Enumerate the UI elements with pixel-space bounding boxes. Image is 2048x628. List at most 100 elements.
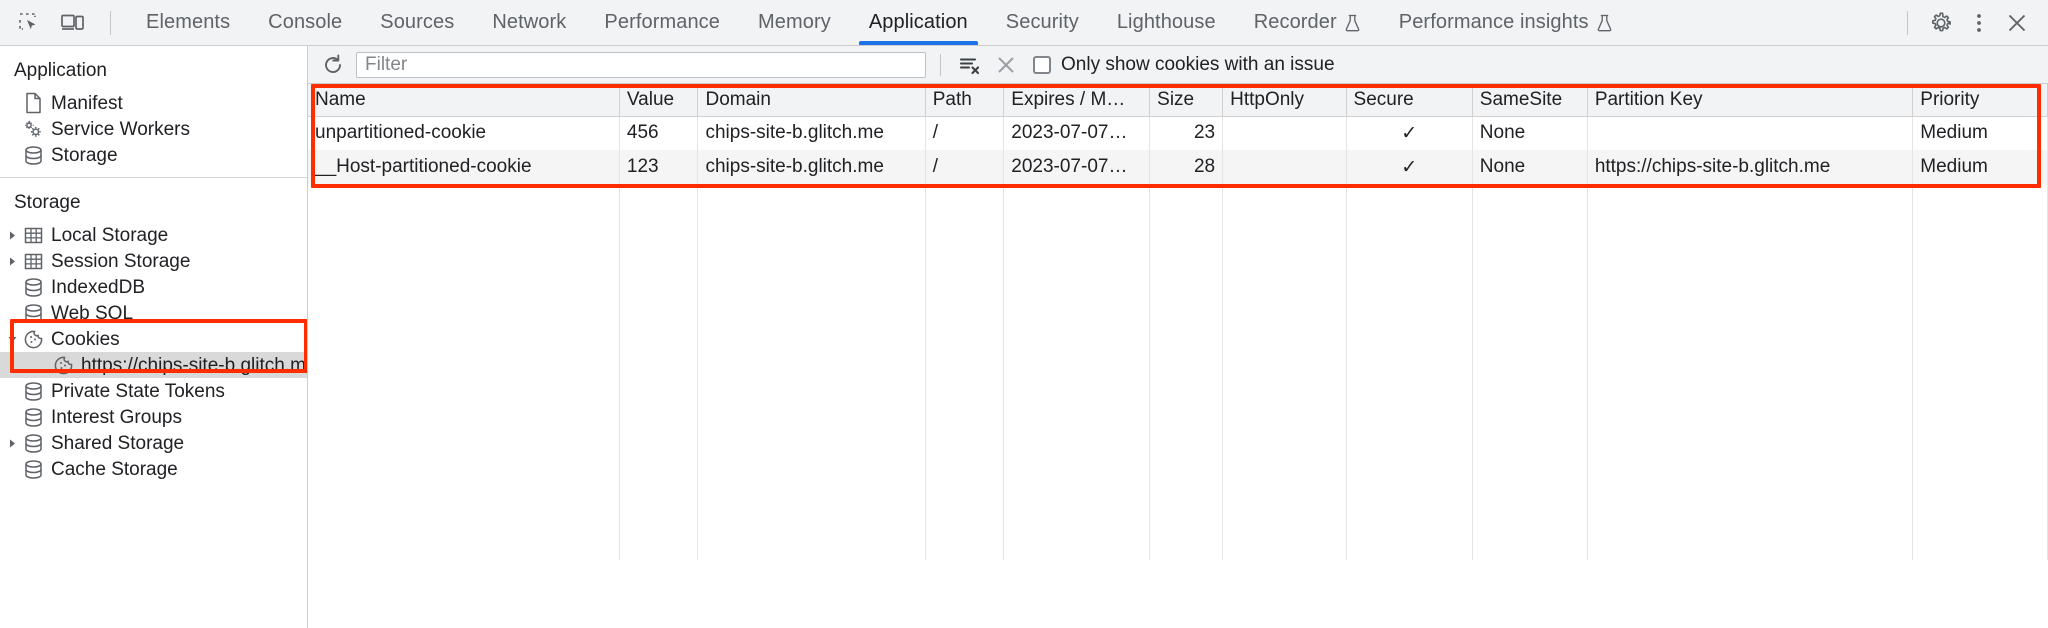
cell-domain: chips-site-b.glitch.me xyxy=(697,150,926,184)
sidebar-item-session-storage[interactable]: Session Storage xyxy=(0,248,307,274)
empty-cell xyxy=(697,184,926,220)
tab-elements[interactable]: Elements xyxy=(127,0,249,45)
cell-size: 23 xyxy=(1149,116,1224,150)
clear-all-cookies-icon[interactable] xyxy=(955,50,985,80)
cell-expires: 2023-07-07… xyxy=(1003,116,1151,150)
tab-network[interactable]: Network xyxy=(473,0,585,45)
cell-samesite: None xyxy=(1472,150,1588,184)
sidebar-item-label: Web SQL xyxy=(51,302,134,324)
empty-cell xyxy=(1346,184,1473,220)
filter-placeholder-text: Filter xyxy=(365,53,408,75)
kebab-menu-icon[interactable] xyxy=(1962,6,1996,40)
chevron-right-icon[interactable] xyxy=(4,435,20,451)
sidebar-item-shared-storage[interactable]: Shared Storage xyxy=(0,430,307,456)
sidebar-item-indexeddb[interactable]: IndexedDB xyxy=(0,274,307,300)
tab-console[interactable]: Console xyxy=(249,0,361,45)
column-header-name[interactable]: Name xyxy=(308,84,620,117)
cell-expires: 2023-07-07… xyxy=(1003,150,1151,184)
sidebar-item-storage[interactable]: Storage xyxy=(0,142,307,168)
cell-name: __Host-partitioned-cookie xyxy=(308,150,620,184)
device-toolbar-icon[interactable] xyxy=(56,6,90,40)
sidebar-item-cache-storage[interactable]: Cache Storage xyxy=(0,456,307,482)
gear-icon[interactable] xyxy=(1924,6,1958,40)
empty-cell xyxy=(1472,220,1588,560)
tab-label: Recorder xyxy=(1253,11,1337,33)
sidebar-item-cookies[interactable]: Cookies xyxy=(0,326,307,352)
inspect-element-icon[interactable] xyxy=(12,6,46,40)
database-icon xyxy=(22,458,44,480)
cookie-icon xyxy=(52,354,74,376)
column-header-domain[interactable]: Domain xyxy=(697,84,926,117)
tab-label: Performance insights xyxy=(1398,11,1589,33)
sidebar-item-manifest[interactable]: Manifest xyxy=(0,90,307,116)
cookies-filter-toolbar: Filter Only show cookies with an xyxy=(308,46,2048,84)
sidebar-item-label: Local Storage xyxy=(51,224,169,246)
chevron-right-icon[interactable] xyxy=(4,253,20,269)
empty-cell xyxy=(1149,220,1224,560)
column-header-httponly[interactable]: HttpOnly xyxy=(1222,84,1347,117)
column-header-secure[interactable]: Secure xyxy=(1346,84,1473,117)
column-header-partition-key[interactable]: Partition Key xyxy=(1587,84,1914,117)
tab-sources[interactable]: Sources xyxy=(361,0,473,45)
column-header-path[interactable]: Path xyxy=(925,84,1005,117)
table-icon xyxy=(22,224,44,246)
column-header-value[interactable]: Value xyxy=(619,84,699,117)
tab-performance-insights[interactable]: Performance insights xyxy=(1380,0,1632,45)
toolbar-divider xyxy=(110,10,111,35)
sidebar-item-service-workers[interactable]: Service Workers xyxy=(0,116,307,142)
application-sidebar: Application Manifest xyxy=(0,46,308,628)
table-row[interactable]: __Host-partitioned-cookie 123 chips-site… xyxy=(308,150,2048,184)
database-icon xyxy=(22,406,44,428)
cell-value: 456 xyxy=(619,116,699,150)
experiment-flask-icon xyxy=(1596,13,1613,33)
column-header-size[interactable]: Size xyxy=(1149,84,1224,117)
sidebar-item-cookie-origin[interactable]: https://chips-site-b.glitch.me xyxy=(0,352,307,378)
sidebar-item-label: Cookies xyxy=(51,328,120,350)
tab-security[interactable]: Security xyxy=(987,0,1098,45)
only-show-issues-checkbox-row[interactable]: Only show cookies with an issue xyxy=(1033,54,1335,76)
sidebar-item-label: Shared Storage xyxy=(51,432,185,454)
tab-recorder[interactable]: Recorder xyxy=(1235,0,1380,45)
column-header-expires[interactable]: Expires / M… xyxy=(1003,84,1151,117)
sidebar-item-label: Session Storage xyxy=(51,250,191,272)
tab-label: Console xyxy=(268,11,343,33)
close-icon[interactable] xyxy=(2000,6,2034,40)
chevron-down-icon[interactable] xyxy=(4,331,20,347)
column-header-priority[interactable]: Priority xyxy=(1912,84,2048,117)
toolbar-left-icons xyxy=(0,0,127,45)
empty-cell xyxy=(619,184,699,220)
tab-memory[interactable]: Memory xyxy=(739,0,850,45)
tab-application[interactable]: Application xyxy=(850,0,987,45)
cell-name: unpartitioned-cookie xyxy=(308,116,620,150)
refresh-icon[interactable] xyxy=(318,50,348,80)
column-header-samesite[interactable]: SameSite xyxy=(1472,84,1588,117)
filter-toolbar-divider xyxy=(940,53,941,76)
cell-priority: Medium xyxy=(1912,150,2048,184)
table-row[interactable]: unpartitioned-cookie 456 chips-site-b.gl… xyxy=(308,116,2048,150)
panel-tabs: Elements Console Sources Network Perform… xyxy=(127,0,1903,45)
tab-label: Security xyxy=(1005,11,1079,33)
cookies-table: Name Value Domain Path Expires / M… Size… xyxy=(308,84,2048,560)
tab-performance[interactable]: Performance xyxy=(585,0,739,45)
gears-icon xyxy=(22,118,44,140)
tab-label: Lighthouse xyxy=(1116,11,1216,33)
tab-lighthouse[interactable]: Lighthouse xyxy=(1098,0,1235,45)
sidebar-item-local-storage[interactable]: Local Storage xyxy=(0,222,307,248)
sidebar-item-web-sql[interactable]: Web SQL xyxy=(0,300,307,326)
sidebar-item-label: IndexedDB xyxy=(51,276,146,298)
empty-cell xyxy=(1222,220,1347,560)
sidebar-item-label: https://chips-site-b.glitch.me xyxy=(81,354,308,376)
only-show-issues-checkbox[interactable] xyxy=(1033,55,1051,74)
filter-input[interactable]: Filter xyxy=(356,51,926,78)
clear-filtered-cookies-icon[interactable] xyxy=(991,50,1021,80)
empty-cell xyxy=(1587,184,1914,220)
cell-samesite: None xyxy=(1472,116,1588,150)
empty-cell xyxy=(1003,184,1151,220)
empty-cell xyxy=(925,184,1005,220)
sidebar-item-private-state-tokens[interactable]: Private State Tokens xyxy=(0,378,307,404)
chevron-right-icon[interactable] xyxy=(4,227,20,243)
sidebar-item-label: Interest Groups xyxy=(51,406,182,428)
table-empty-row xyxy=(308,220,2048,560)
sidebar-item-interest-groups[interactable]: Interest Groups xyxy=(0,404,307,430)
